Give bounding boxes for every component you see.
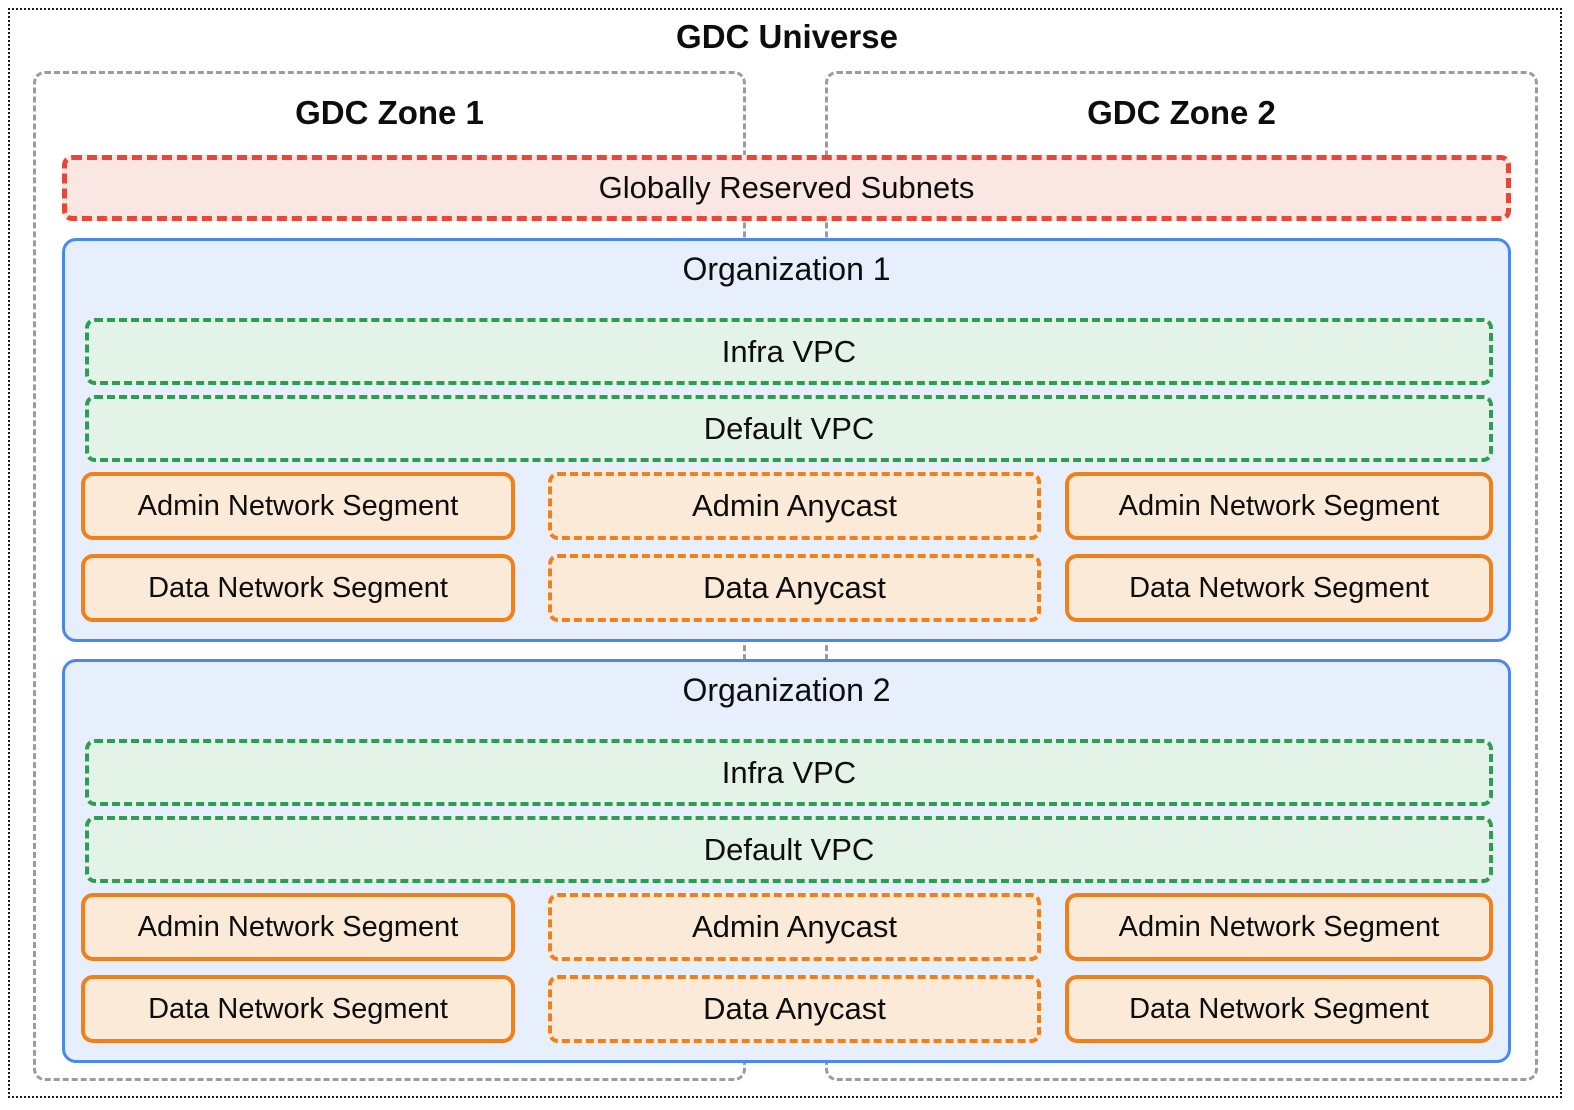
org1-zone2-admin-network-segment-label: Admin Network Segment <box>1118 489 1440 522</box>
org1-infra-vpc-label: Infra VPC <box>721 333 857 369</box>
org1-admin-anycast-box: Admin Anycast <box>548 472 1041 540</box>
organization-2-title: Organization 2 <box>682 672 891 708</box>
organization-1-container: Organization 1 Infra VPC Default VPC Adm… <box>62 238 1511 642</box>
org2-infra-vpc-label: Infra VPC <box>721 754 857 790</box>
org1-admin-anycast-label: Admin Anycast <box>691 488 898 523</box>
org2-zone1-admin-network-segment-box: Admin Network Segment <box>81 893 515 961</box>
globally-reserved-subnets-box: Globally Reserved Subnets <box>62 155 1511 221</box>
gdc-universe-container <box>8 8 1562 1098</box>
org1-data-anycast-box: Data Anycast <box>548 554 1041 622</box>
org2-data-anycast-box: Data Anycast <box>548 975 1041 1043</box>
org2-data-anycast-label: Data Anycast <box>703 991 886 1026</box>
org1-zone2-admin-network-segment-box: Admin Network Segment <box>1065 472 1493 540</box>
org1-zone2-data-network-segment-label: Data Network Segment <box>1129 571 1429 604</box>
org2-default-vpc-label: Default VPC <box>703 831 875 867</box>
organization-1-title: Organization 1 <box>682 251 891 287</box>
org2-admin-anycast-label: Admin Anycast <box>691 909 898 944</box>
org1-default-vpc-box: Default VPC <box>85 395 1493 462</box>
gdc-zone-2-title: GDC Zone 2 <box>1087 94 1276 131</box>
org1-infra-vpc-box: Infra VPC <box>85 318 1493 385</box>
org2-default-vpc-box: Default VPC <box>85 816 1493 883</box>
org1-zone1-admin-network-segment-box: Admin Network Segment <box>81 472 515 540</box>
org1-zone2-data-network-segment-box: Data Network Segment <box>1065 554 1493 622</box>
org2-zone2-admin-network-segment-box: Admin Network Segment <box>1065 893 1493 961</box>
org1-zone1-data-network-segment-box: Data Network Segment <box>81 554 515 622</box>
org2-zone2-data-network-segment-box: Data Network Segment <box>1065 975 1493 1043</box>
org1-default-vpc-label: Default VPC <box>703 410 875 446</box>
org1-zone1-admin-network-segment-label: Admin Network Segment <box>137 489 459 522</box>
org2-admin-anycast-box: Admin Anycast <box>548 893 1041 961</box>
org2-zone1-data-network-segment-box: Data Network Segment <box>81 975 515 1043</box>
gdc-universe-title: GDC Universe <box>676 18 898 55</box>
org2-infra-vpc-box: Infra VPC <box>85 739 1493 806</box>
organization-2-container: Organization 2 Infra VPC Default VPC Adm… <box>62 659 1511 1063</box>
org2-zone2-data-network-segment-label: Data Network Segment <box>1129 992 1429 1025</box>
org2-zone1-admin-network-segment-label: Admin Network Segment <box>137 910 459 943</box>
org1-zone1-data-network-segment-label: Data Network Segment <box>148 571 448 604</box>
org1-data-anycast-label: Data Anycast <box>703 570 886 605</box>
org2-zone1-data-network-segment-label: Data Network Segment <box>148 992 448 1025</box>
globally-reserved-subnets-label: Globally Reserved Subnets <box>598 170 975 205</box>
gdc-zone-1-title: GDC Zone 1 <box>295 94 484 131</box>
org2-zone2-admin-network-segment-label: Admin Network Segment <box>1118 910 1440 943</box>
